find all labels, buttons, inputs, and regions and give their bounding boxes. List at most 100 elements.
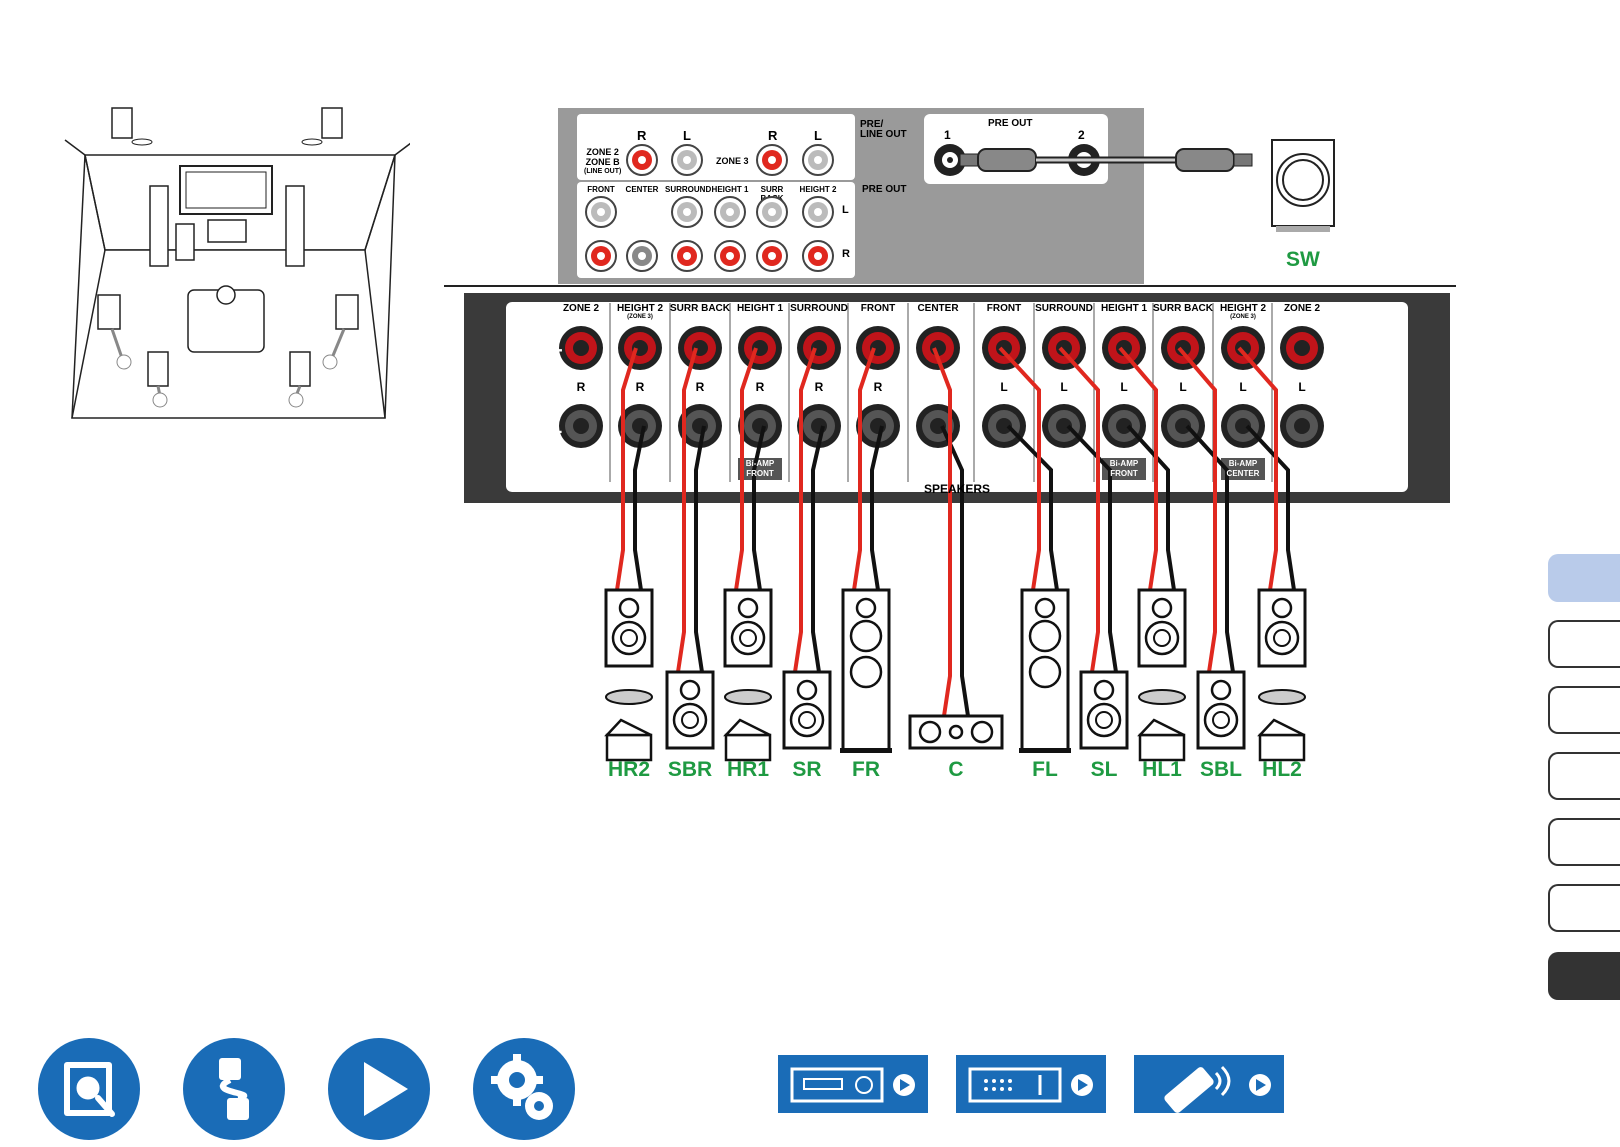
remote-control-icon [1134,1055,1284,1113]
preout-column-label: FRONT [587,185,615,194]
speaker-name-label: SR [792,758,822,781]
terminal-channel-label: R [873,380,883,394]
preout-l-label: L [842,204,849,216]
terminal-channel-label: L [1120,380,1128,394]
speaker-icon [782,670,832,750]
terminal-channel-label: L [1239,380,1247,394]
terminal-column-label: SURR BACK [670,303,730,314]
side-tab-1[interactable] [1548,554,1620,602]
speaker-name-label: HR1 [726,758,769,781]
sw-out2-label: 2 [1078,128,1085,142]
biamp-sublabel: CENTER [1226,469,1260,478]
rear-panel-button[interactable] [956,1055,1106,1113]
speaker-name-label: HL2 [1262,758,1302,781]
terminal-channel-label: R [755,380,765,394]
minus-right-label: – [1356,418,1369,443]
preout-column-label: HEIGHT 2 [799,185,837,194]
terminal-channel-label: L [1000,380,1008,394]
minus-left-label: – [550,418,563,443]
room-layout-illustration [64,107,410,419]
preout-r-label: R [842,248,850,260]
speaker-icon [1137,588,1187,762]
biamp-sublabel: FRONT [746,469,774,478]
speaker-icon [604,588,654,762]
terminal-channel-label: L [1179,380,1187,394]
biamp-sublabel: FRONT [1110,469,1138,478]
speakers-label: SPEAKERS [924,482,991,496]
connection-button[interactable] [183,1038,285,1140]
plus-left-label: + [550,338,563,363]
speaker-name-label: HR2 [607,758,650,781]
side-tab-3[interactable] [1548,686,1620,734]
speaker-name-label: HL1 [1142,758,1182,781]
biamp-label: Bi-AMP [1228,459,1258,468]
speaker-icon [1079,670,1129,750]
zone3-label: ZONE 3 [716,156,749,166]
receiver-rear-icon [968,1067,1093,1103]
biamp-label: Bi-AMP [745,459,775,468]
side-tab-2[interactable] [1548,620,1620,668]
preout-column-label: HEIGHT 1 [711,185,749,194]
terminal-channel-label: R [695,380,705,394]
manual-search-button[interactable] [38,1038,140,1140]
remote-control-button[interactable] [1134,1055,1284,1113]
preout-column-label: SURR BACK [760,185,784,203]
terminal-column-label: FRONT [986,303,1022,314]
speaker-icon [1019,588,1071,753]
pre-out-label: PRE OUT [862,184,907,195]
side-tab-6[interactable] [1548,884,1620,932]
preout-column-label: CENTER [625,185,659,194]
terminal-column-label: ZONE 2 [1283,303,1321,314]
side-tab-5[interactable] [1548,818,1620,866]
settings-button[interactable] [473,1038,575,1140]
biamp-label: Bi-AMP [1109,459,1139,468]
speaker-name-label: C [948,758,964,781]
terminal-channel-label: L [1060,380,1068,394]
zone2-r-label: R [637,128,647,143]
zone3-r-label: R [768,128,778,143]
subwoofer-label: SW [1286,248,1320,271]
terminal-channel-label: R [814,380,824,394]
playback-button[interactable] [328,1038,430,1140]
speaker-name-label: FL [1032,758,1058,781]
terminal-column-label: FRONT [860,303,896,314]
zoneb-label: ZONE B [585,157,620,167]
speaker-icon [1196,670,1246,750]
zone2-label: ZONE 2 [586,147,619,157]
pre-out-heading: PRE OUT [988,118,1033,129]
pre-line-out-label: PRE/ LINE OUT [860,119,907,140]
terminal-column-label: ZONE 2 [562,303,600,314]
terminal-channel-label: L [1298,380,1306,394]
side-tab-7[interactable] [1548,952,1620,1000]
terminal-column-label: HEIGHT 2 [616,303,664,314]
zone3-l-label: L [814,128,822,143]
preout-jack-box [577,182,855,278]
settings-gear-icon [491,1054,553,1120]
terminal-column-label: HEIGHT 1 [1100,303,1148,314]
sw-out1-label: 1 [944,128,951,142]
speaker-name-label: SL [1090,758,1118,781]
front-panel-button[interactable] [778,1055,928,1113]
terminal-sublabel: (ZONE 3) [627,314,653,320]
side-tab-4[interactable] [1548,752,1620,800]
zone2-l-label: L [683,128,691,143]
plus-right-label: + [1356,338,1369,363]
connection-cable-icon [219,1058,249,1120]
speaker-icon [665,670,715,750]
terminal-channel-label: R [635,380,645,394]
terminal-column-label: SURROUND [790,303,848,314]
terminal-column-label: SURROUND [1035,303,1093,314]
speaker-name-label: SBR [667,758,713,781]
speaker-name-label: FR [852,758,880,781]
terminal-channel-label: R [576,380,586,394]
speaker-icon [840,588,892,753]
terminal-column-label: CENTER [917,303,959,314]
speaker-icon [1257,588,1307,762]
manual-search-icon [64,1062,115,1117]
subwoofer-icon [1271,139,1335,232]
speaker-icon [723,588,773,762]
speaker-name-label: SBL [1200,758,1242,781]
terminal-column-label: HEIGHT 1 [736,303,784,314]
terminal-column-label: SURR BACK [1153,303,1213,314]
speaker-icon [908,714,1004,750]
